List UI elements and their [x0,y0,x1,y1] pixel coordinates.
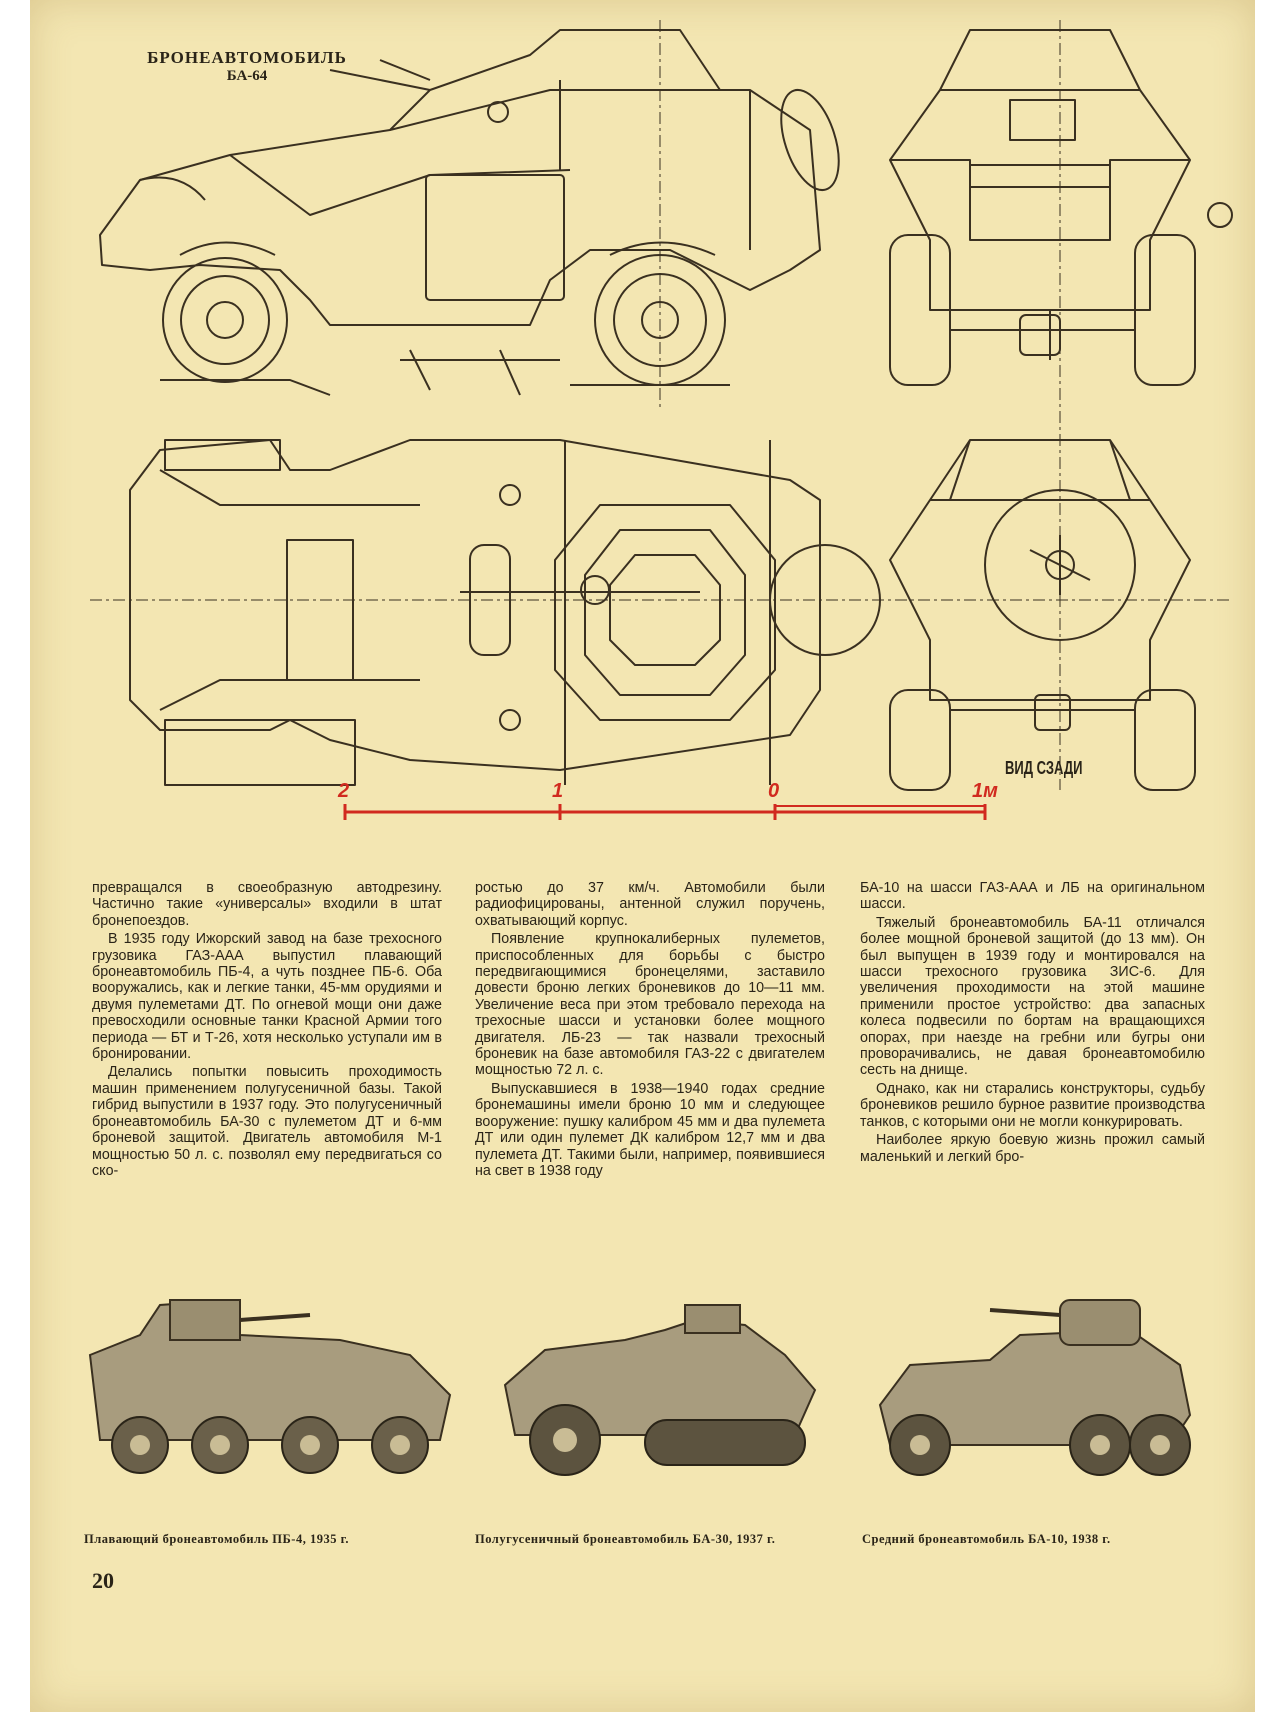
scale-label-2: 2 [338,780,350,802]
paragraph: Тяжелый бронеавтомобиль БА-11 отличался … [860,914,1205,1079]
paragraph: превращался в своеобразную автодрезину. … [92,880,442,929]
paragraph: Делались попытки повысить проходимость м… [92,1064,442,1179]
page-number: 20 [92,1568,114,1593]
drawing-title: БРОНЕАВТОМОБИЛЬ БА-64 [137,48,357,85]
rear-view-label: ВИД СЗАДИ [1005,757,1083,778]
pb4-illustration [88,1298,452,1474]
front-view [889,29,1233,386]
scale-label-1: 1 [552,780,564,802]
paragraph: Однако, как ни старались конструкторы, с… [860,1080,1205,1130]
paragraph: Наиболее яркую боевую жизнь прожил самый… [860,1132,1205,1165]
scale-label-1m: 1м [972,780,998,802]
photo-caption-pb4: Плавающий бронеавтомобиль ПБ-4, 1935 г. [84,1532,349,1546]
side-view [99,29,840,396]
photo-caption-ba30: Полугусеничный бронеавтомобиль БА-30, 19… [475,1532,776,1546]
paragraph: Появление крупнокалиберных пулеметов, пр… [475,931,825,1079]
article-column-1: превращался в своеобразную автодрезину. … [92,880,442,1181]
paragraph: БА-10 на шасси ГАЗ-ААА и ЛБ на оригиналь… [860,880,1205,913]
ba30-illustration [503,1304,817,1476]
title-line-1: БРОНЕАВТОМОБИЛЬ [147,48,347,67]
top-view [129,439,881,786]
ba64-technical-drawing [90,20,1233,820]
article-column-2: ростью до 37 км/ч. Автомобили были радио… [475,880,825,1181]
title-line-2: БА-64 [226,68,268,84]
scale-bar [343,804,987,820]
scale-label-0: 0 [768,780,780,802]
rear-view [889,439,1196,791]
paragraph: Выпускавшиеся в 1938—1940 годах средние … [475,1080,825,1179]
photo-caption-ba10: Средний бронеавтомобиль БА-10, 1938 г. [862,1532,1111,1546]
ba10-illustration [878,1299,1192,1476]
article-column-3: БА-10 на шасси ГАЗ-ААА и ЛБ на оригиналь… [860,880,1205,1167]
paragraph: ростью до 37 км/ч. Автомобили были радио… [475,880,825,929]
paragraph: В 1935 году Ижорский завод на базе трехо… [92,931,442,1063]
